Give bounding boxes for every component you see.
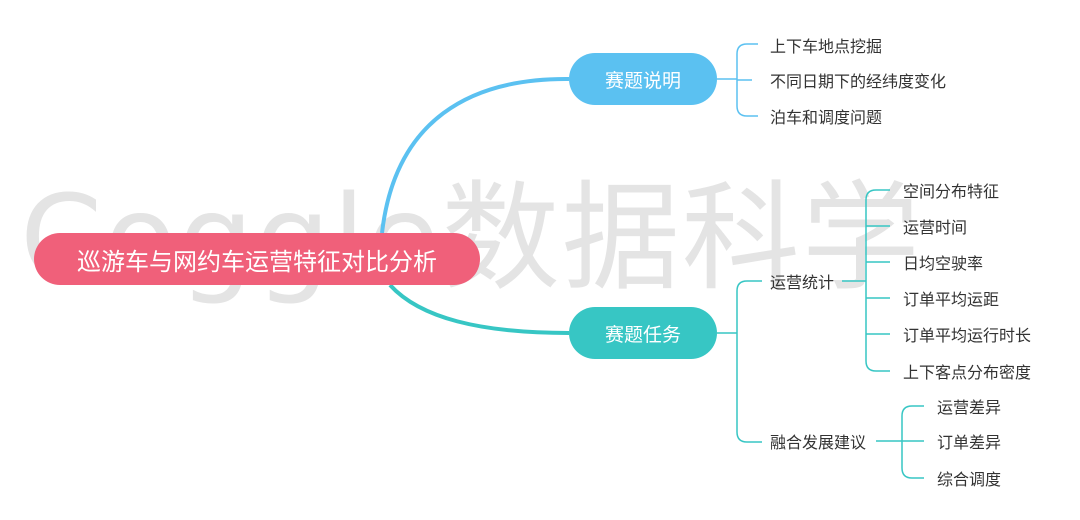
- leaf-item[interactable]: 上下客点分布密度: [903, 363, 1032, 382]
- leaf-item[interactable]: 泊车和调度问题: [770, 108, 883, 127]
- leaf-item[interactable]: 不同日期下的经纬度变化: [770, 72, 947, 91]
- leaf-item[interactable]: 订单平均运距: [903, 290, 1000, 309]
- leaf-item[interactable]: 日均空驶率: [903, 254, 984, 273]
- branch-node-saiti-shuoming[interactable]: 赛题说明: [569, 53, 717, 105]
- leaf-item[interactable]: 订单平均运行时长: [903, 326, 1032, 345]
- bracket-b1: [717, 43, 758, 117]
- leaf-item[interactable]: 空间分布特征: [903, 182, 1000, 201]
- bracket-group2: [876, 405, 924, 479]
- leaf-item[interactable]: 运营差异: [937, 398, 1002, 417]
- connector-root-b2: [388, 283, 570, 335]
- branch-node-saiti-renwu[interactable]: 赛题任务: [569, 307, 717, 359]
- leaf-item[interactable]: 上下车地点挖掘: [770, 37, 883, 56]
- bracket-group1: [842, 189, 890, 372]
- group-node-ronghe-fazhan-jianyi[interactable]: 融合发展建议: [770, 433, 867, 452]
- connector-root-b1: [380, 76, 570, 234]
- group-node-yunying-tongji[interactable]: 运营统计: [770, 273, 835, 292]
- leaf-item[interactable]: 运营时间: [903, 218, 968, 237]
- root-node[interactable]: 巡游车与网约车运营特征对比分析: [34, 233, 480, 285]
- bracket-b2: [717, 280, 762, 443]
- leaf-item[interactable]: 订单差异: [937, 433, 1002, 452]
- leaf-item[interactable]: 综合调度: [937, 470, 1002, 489]
